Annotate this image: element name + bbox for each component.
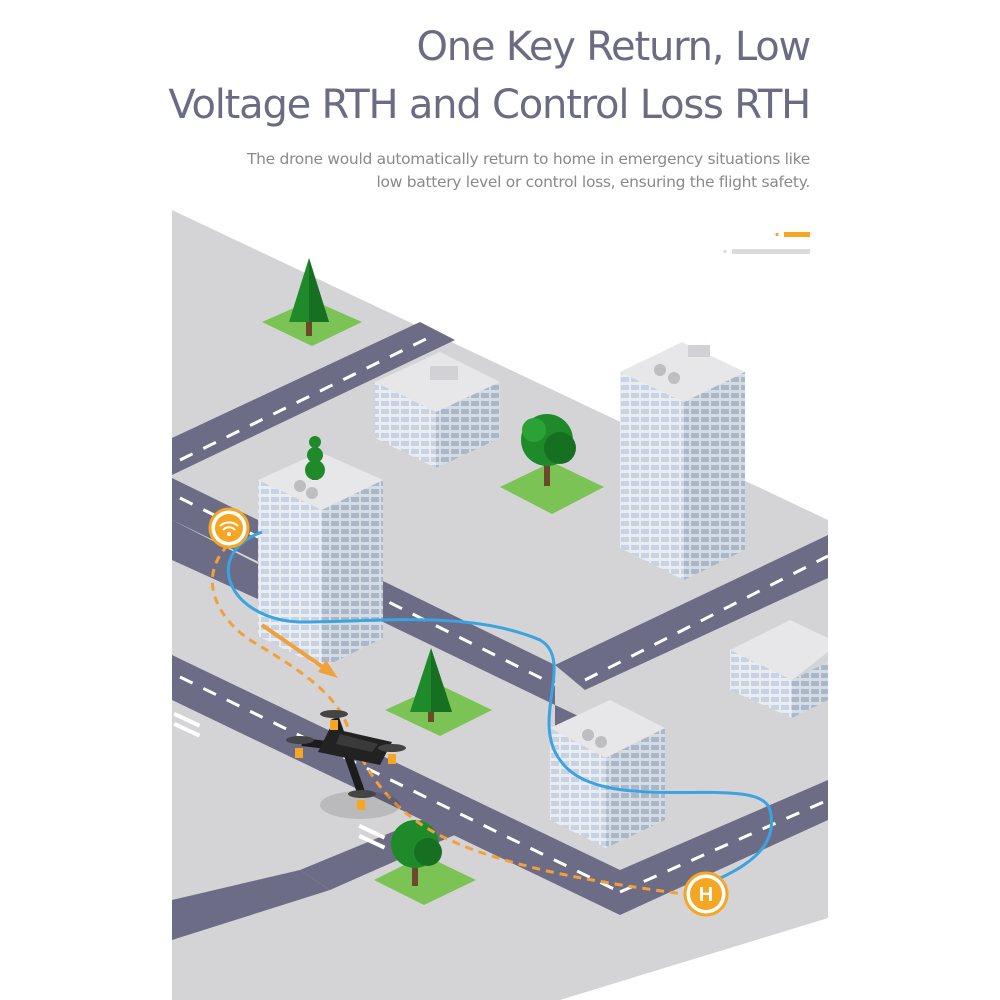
building-low-center [375,352,500,468]
description-line-2: low battery level or control loss, ensur… [376,173,811,191]
return-arrow [260,623,338,678]
tree-top-left [289,258,329,336]
building-right-low [730,620,828,718]
description: The drone would automatically return to … [130,148,810,194]
building-mid-lower [550,700,665,848]
home-marker-label: H [699,884,713,906]
decorative-dashes [723,232,810,254]
home-h-icon: H [683,871,729,917]
description-line-1: The drone would automatically return to … [246,150,810,168]
wifi-signal-icon [208,507,250,549]
tree-center [521,414,576,486]
crosswalks [173,712,386,850]
headline-line-1: One Key Return, Low [416,24,811,70]
tree-lower [410,648,452,722]
headline: One Key Return, Low Voltage RTH and Cont… [130,18,811,134]
building-tall-right [620,342,745,580]
headline-line-2: Voltage RTH and Control Loss RTH [168,82,811,128]
tree-bottom [391,820,442,886]
flight-path-solid [226,530,773,887]
drone [286,710,406,819]
